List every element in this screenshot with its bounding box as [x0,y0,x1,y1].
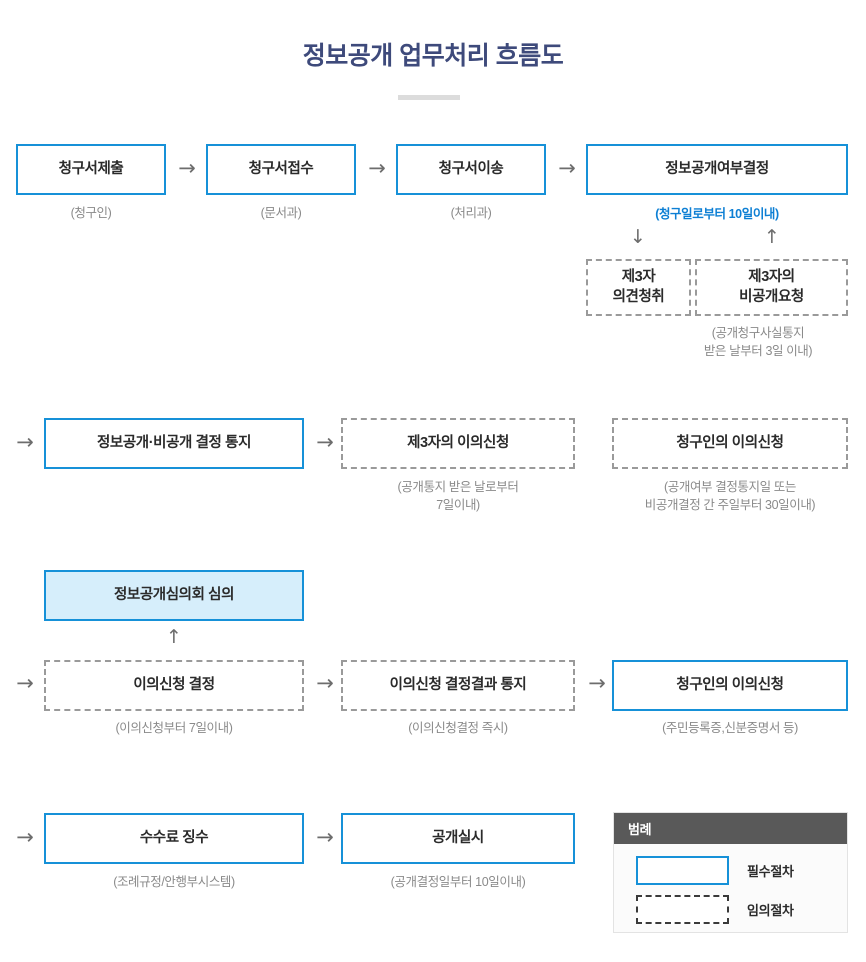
arrow-right-r2-1: → [316,430,334,454]
title-divider [398,95,460,100]
caption-third-party-nondisclosure-request: (공개청구사실통지 받은 날부터 3일 이내) [668,324,848,360]
legend-label-required: 필수절차 [747,864,794,879]
node-label: 이의신청 결정결과 통지 [389,676,527,693]
node-claim-submit[interactable]: 청구서제출 [16,144,166,195]
node-label: 정보공개여부결정 [665,160,769,177]
node-objection-result-notice[interactable]: 이의신청 결정결과 통지 [341,660,575,711]
caption-objection-decision: (이의신청부터 7일이내) [115,721,233,735]
node-objection-decision[interactable]: 이의신청 결정 [44,660,304,711]
arrow-right-r2-0: → [16,430,34,454]
caption-line1: (공개청구사실통지 [711,326,805,340]
legend-row-optional: 임의절차 [636,895,794,924]
legend: 범례 필수절차 임의절차 [613,812,848,933]
node-label: 공개실시 [432,829,484,846]
legend-label-optional: 임의절차 [747,903,794,918]
node-label: 제3자의 비공개요청 [739,268,804,306]
legend-swatch-solid [636,856,729,885]
arrow-up-r1: ↑ [764,226,780,248]
page-title: 정보공개 업무처리 흐름도 [302,42,564,70]
node-label: 제3자의 이의신청 [407,434,509,451]
caption-disclosure-decision: (청구일로부터 10일이내) [655,207,779,221]
arrow-right-r4-0: → [16,671,34,695]
node-third-party-nondisclosure-request[interactable]: 제3자의 비공개요청 [695,259,848,316]
node-label-line2: 의견청취 [612,288,665,305]
caption-line2: 7일이내) [436,498,480,513]
node-disclosure-decision[interactable]: 정보공개여부결정 [586,144,848,195]
node-committee-review[interactable]: 정보공개심의회 심의 [44,570,304,621]
caption-claimant-objection-r4: (주민등록증,신분증명서 등) [662,721,798,735]
caption-line1: (공개통지 받은 날로부터 [397,480,519,494]
caption-line2: 비공개결정 간 주일부터 30일이내) [644,498,816,513]
node-claimant-objection-r2[interactable]: 청구인의 이의신청 [612,418,848,469]
node-third-party-opinion[interactable]: 제3자 의견청취 [586,259,691,316]
node-fee-collection[interactable]: 수수료 징수 [44,813,304,864]
legend-header: 범례 [614,813,847,844]
arrow-right-r1-2: → [368,156,386,180]
caption-claim-transfer: (처리과) [450,206,492,220]
node-label: 청구서이송 [438,160,504,177]
node-label-line2: 비공개요청 [739,288,804,305]
arrow-right-r4-1: → [316,671,334,695]
caption-fee-collection: (조례규정/안행부시스템) [113,875,235,889]
arrow-right-r1-1: → [178,156,196,180]
legend-row-required: 필수절차 [636,856,794,885]
node-third-party-objection[interactable]: 제3자의 이의신청 [341,418,575,469]
arrow-down-r1: ↓ [630,226,646,248]
node-label: 청구인의 이의신청 [676,434,784,451]
caption-claimant-objection-r2: (공개여부 결정통지일 또는 비공개결정 간 주일부터 30일이내) [600,478,860,514]
caption-disclosure-execution: (공개결정일부터 10일이내) [390,875,526,889]
arrow-right-r4-2: → [588,671,606,695]
node-decision-notice[interactable]: 정보공개·비공개 결정 통지 [44,418,304,469]
node-label-line1: 제3자의 [748,269,795,286]
legend-swatch-dashed [636,895,729,924]
node-claim-receive[interactable]: 청구서접수 [206,144,356,195]
node-label: 청구서접수 [248,160,314,177]
caption-claim-receive: (문서과) [260,206,302,220]
caption-line2: 받은 날부터 3일 이내) [703,344,813,359]
arrow-up-r3: ↑ [166,626,182,648]
caption-third-party-objection: (공개통지 받은 날로부터 7일이내) [341,478,575,514]
node-label: 정보공개·비공개 결정 통지 [96,434,252,451]
arrow-right-r1-3: → [558,156,576,180]
node-claimant-objection-r4[interactable]: 청구인의 이의신청 [612,660,848,711]
node-label: 제3자 의견청취 [613,268,665,306]
node-label: 청구서제출 [58,160,124,177]
node-label: 청구인의 이의신청 [676,676,784,693]
caption-claim-submit: (청구인) [70,206,112,220]
node-claim-transfer[interactable]: 청구서이송 [396,144,546,195]
arrow-right-r5-1: → [316,825,334,849]
node-label: 이의신청 결정 [133,676,215,693]
arrow-right-r5-0: → [16,825,34,849]
node-label: 수수료 징수 [139,829,209,846]
node-label: 정보공개심의회 심의 [113,586,235,603]
caption-objection-result-notice: (이의신청결정 즉시) [408,721,508,735]
node-label-line1: 제3자 [621,269,656,286]
node-disclosure-execution[interactable]: 공개실시 [341,813,575,864]
caption-line1: (공개여부 결정통지일 또는 [663,480,796,494]
